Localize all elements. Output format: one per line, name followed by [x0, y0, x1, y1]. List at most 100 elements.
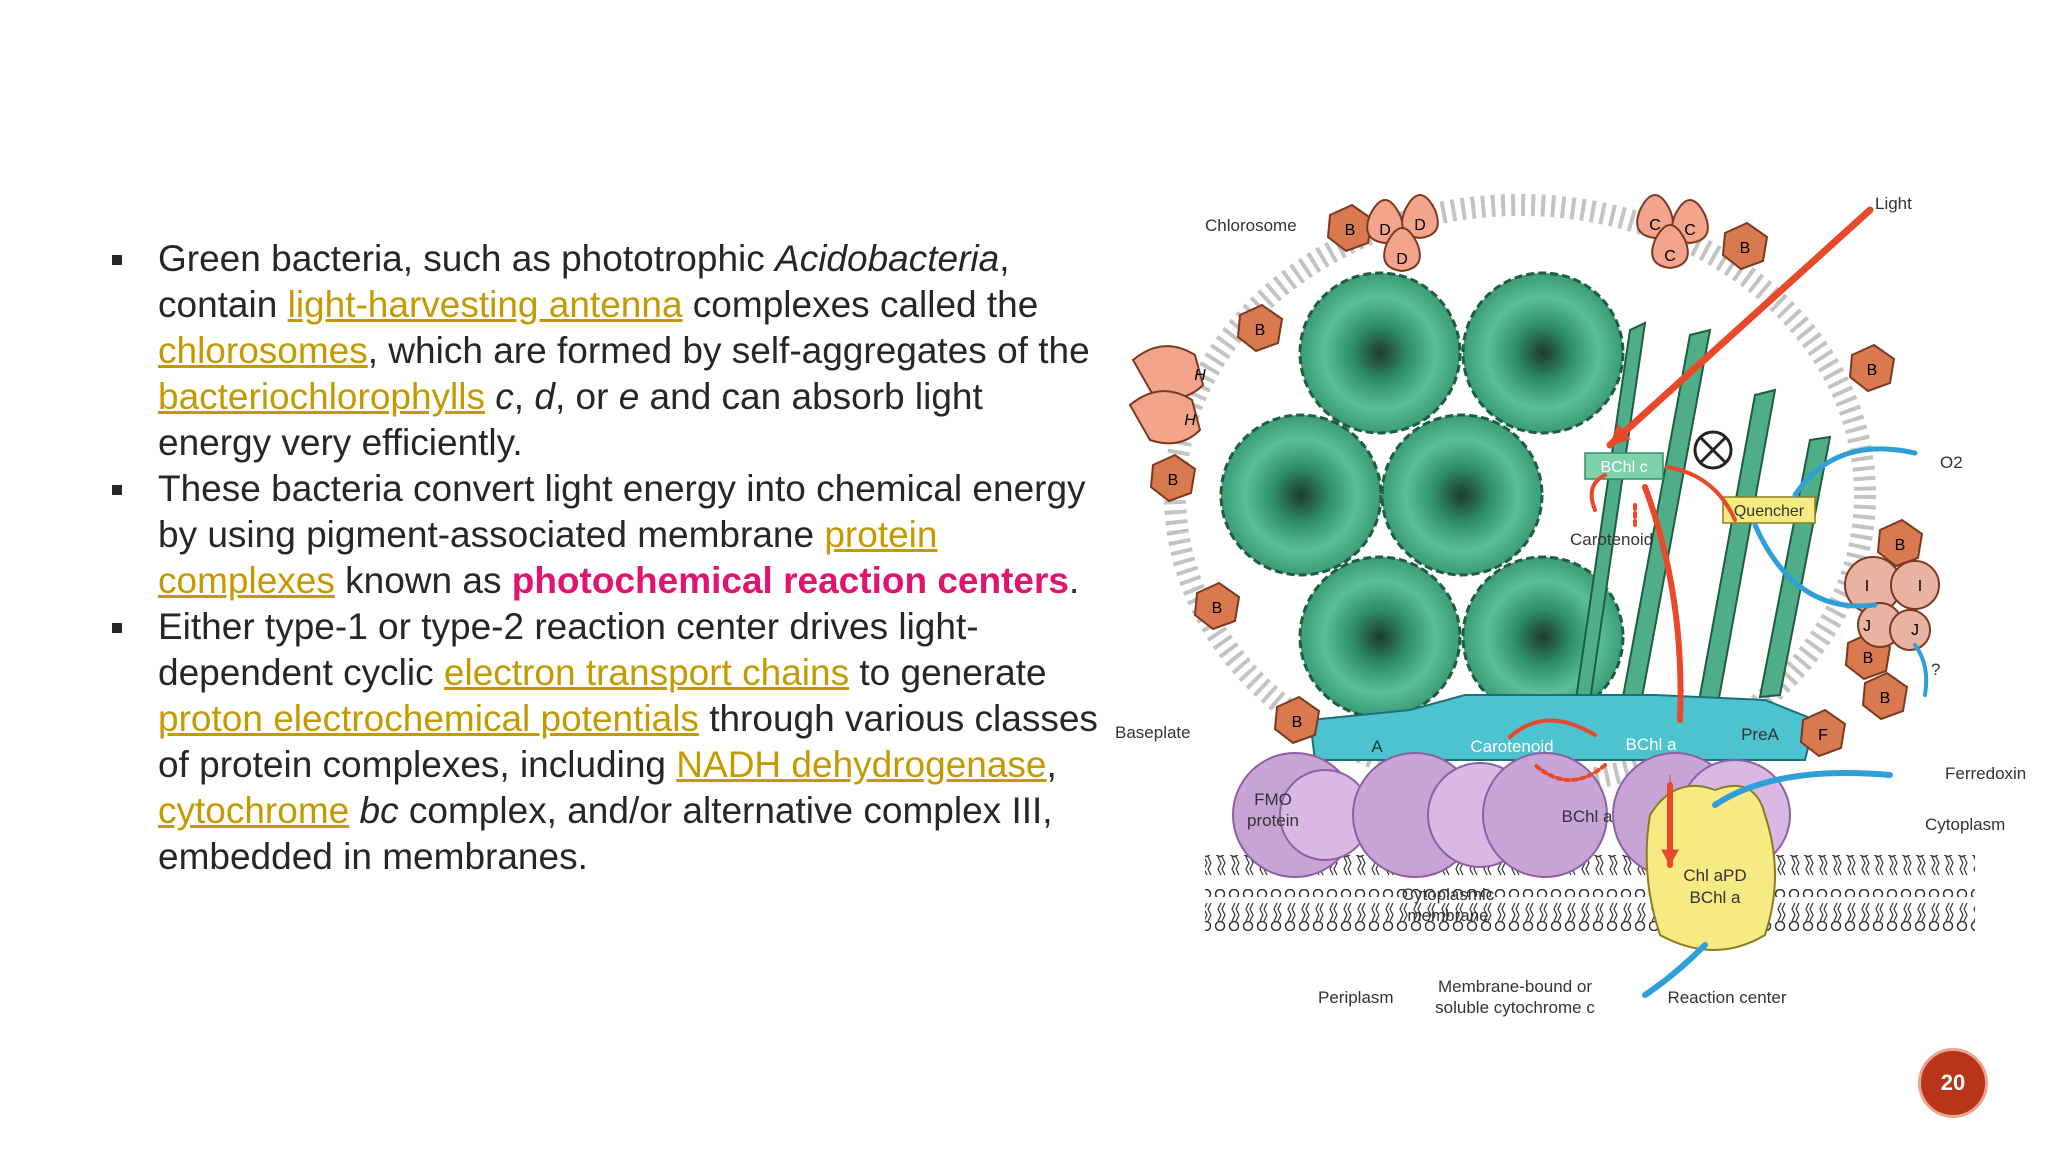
label-bchl-a-rc: BChl a [1689, 888, 1741, 907]
quencher-label: Quencher [1722, 496, 1816, 524]
label-fmo: FMO [1254, 790, 1292, 809]
protein-b: B [1876, 518, 1924, 568]
label-baseplate: Baseplate [1115, 723, 1191, 742]
svg-text:H: H [1194, 367, 1206, 384]
protein-a: A [1371, 737, 1383, 756]
svg-text:B: B [1740, 240, 1751, 257]
label-chl-apd: Chl aPD [1683, 866, 1746, 885]
protein-j: J [1889, 609, 1931, 651]
protein-f: F [1799, 708, 1847, 758]
rod-5 [1298, 555, 1462, 719]
label-light: Light [1875, 194, 1912, 213]
svg-text:I: I [1918, 578, 1922, 595]
protein-markers: B B B B B B B B D D D C C C H H B B I I … [1128, 194, 1940, 758]
label-bchl-a-mid: BChl a [1561, 807, 1613, 826]
label-cytochrome-2: soluble cytochrome c [1435, 998, 1595, 1017]
label-periplasm: Periplasm [1318, 988, 1394, 1007]
link-light-harvesting-antenna[interactable]: light-harvesting antenna [287, 284, 683, 325]
protein-c: C [1651, 224, 1689, 270]
protein-b: B [1273, 695, 1321, 745]
page-number: 20 [1918, 1048, 1988, 1118]
link-bacteriochlorophylls[interactable]: bacteriochlorophylls [158, 376, 486, 417]
protein-b: B [1861, 671, 1909, 721]
label-prea: PreA [1741, 725, 1779, 744]
bullet-3: Either type-1 or type-2 reaction center … [108, 604, 1098, 880]
ferredoxin-arrow [1712, 770, 1893, 808]
svg-text:F: F [1818, 727, 1828, 744]
link-protein-complexes[interactable]: protein complexes [158, 514, 938, 601]
label-cytochrome-1: Membrane-bound or [1438, 977, 1592, 996]
link-proton-electrochemical-potentials[interactable]: proton electrochemical potentials [158, 698, 699, 739]
svg-text:H: H [1184, 412, 1196, 429]
label-cytoplasm: Cytoplasm [1925, 815, 2005, 834]
protein-h: H [1131, 345, 1206, 400]
baseplate [1308, 694, 1817, 761]
svg-text:J: J [1863, 618, 1871, 635]
label-question: ? [1931, 660, 1940, 679]
link-electron-transport-chains[interactable]: electron transport chains [443, 652, 850, 693]
label-carotenoid-top: Carotenoid [1570, 530, 1653, 549]
label-carotenoid-bottom: Carotenoid [1470, 737, 1553, 756]
svg-text:B: B [1863, 650, 1874, 667]
reaction-center [1645, 784, 1776, 951]
bullet-marker [112, 485, 122, 495]
svg-text:C: C [1684, 222, 1696, 239]
rod-3 [1219, 413, 1383, 577]
energy-arrows [1508, 206, 1929, 998]
link-chlorosomes[interactable]: chlorosomes [158, 330, 368, 371]
svg-text:B: B [1168, 472, 1179, 489]
svg-text:A: A [1371, 737, 1383, 756]
bchlc-to-carotenoid-arrow [1589, 473, 1607, 512]
label-ferredoxin: Ferredoxin [1945, 764, 2026, 783]
label-o2: O2 [1940, 453, 1963, 472]
svg-text:D: D [1396, 251, 1408, 268]
rod-1 [1298, 271, 1462, 435]
figure-labels: Chlorosome Light Baseplate Carotenoid O2… [1115, 194, 2026, 1017]
protein-b: B [1236, 303, 1284, 353]
svg-text:C: C [1664, 248, 1676, 265]
svg-text:B: B [1880, 690, 1891, 707]
protein-b: B [1848, 343, 1896, 393]
chlorosome-envelope [1164, 194, 1876, 796]
chlorosome-diagram: B B B B B B B B D D D C C C H H B B I I … [1115, 194, 2026, 1017]
protein-b: B [1193, 581, 1241, 631]
label-chlorosome: Chlorosome [1205, 216, 1297, 235]
svg-text:Quencher: Quencher [1734, 503, 1805, 520]
blocked-icon [1693, 430, 1733, 470]
protein-d: D [1383, 227, 1421, 273]
bchl-c-label: BChl c [1584, 452, 1664, 480]
bullet-2: These bacteria convert light energy into… [108, 466, 1098, 604]
rod-4 [1380, 413, 1544, 577]
svg-text:J: J [1911, 622, 1919, 639]
link-cytochrome[interactable]: cytochrome [158, 790, 350, 831]
label-protein: protein [1247, 811, 1299, 830]
cytochrome-arrow [1642, 942, 1708, 998]
label-bchl-a-top: BChl a [1625, 735, 1677, 754]
protein-h: H [1128, 390, 1202, 445]
svg-text:B: B [1255, 322, 1266, 339]
protein-b: B [1149, 453, 1197, 503]
label-cytoplasmic-membrane-1: Cytoplasmic [1402, 885, 1495, 904]
bullet-marker [112, 255, 122, 265]
protein-b: B [1326, 203, 1374, 253]
highlight-reaction-centers: photochemical reaction centers [511, 560, 1069, 601]
svg-text:B: B [1212, 600, 1223, 617]
quencher-to-o2-arrow [1792, 446, 1918, 498]
svg-text:D: D [1379, 222, 1391, 239]
svg-text:B: B [1867, 362, 1878, 379]
svg-text:C: C [1649, 217, 1661, 234]
bullet-list: Green bacteria, such as phototrophic Aci… [108, 236, 1098, 880]
bchl-rods [1219, 271, 1625, 719]
svg-text:B: B [1895, 537, 1906, 554]
protein-b: B [1721, 221, 1769, 271]
svg-text:B: B [1292, 714, 1303, 731]
link-nadh-dehydrogenase[interactable]: NADH dehydrogenase [676, 744, 1047, 785]
svg-text:D: D [1414, 217, 1426, 234]
svg-text:BChl c: BChl c [1600, 459, 1647, 476]
label-cytoplasmic-membrane-2: membrane [1407, 906, 1488, 925]
rod-2 [1461, 271, 1625, 435]
svg-text:I: I [1865, 578, 1869, 595]
protein-i: I [1890, 560, 1940, 610]
bullet-1: Green bacteria, such as phototrophic Aci… [108, 236, 1098, 466]
